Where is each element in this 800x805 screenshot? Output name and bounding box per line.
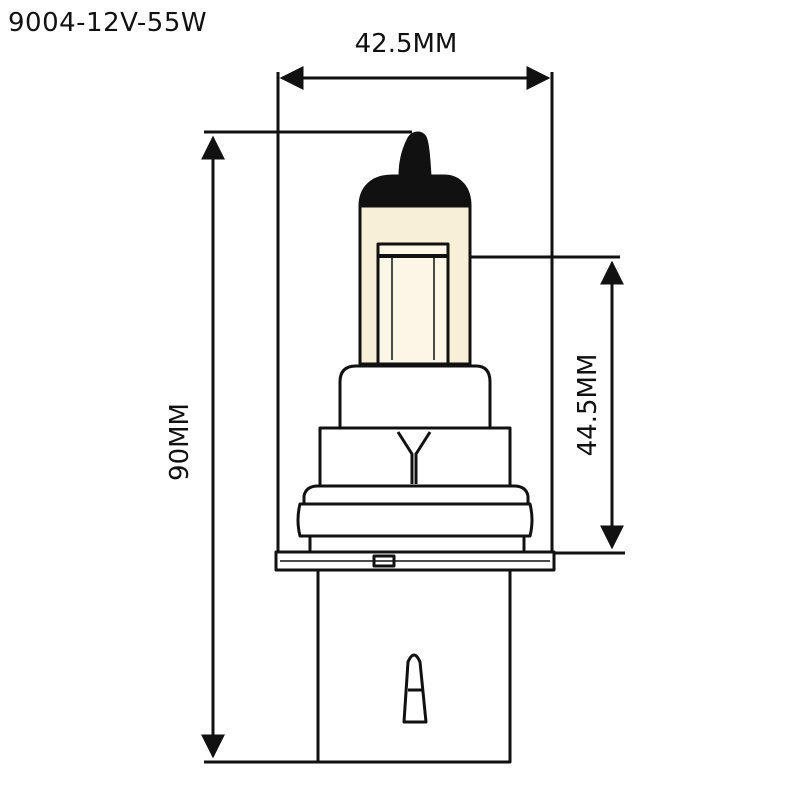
height-label: 90MM	[165, 403, 195, 481]
bulb-outline	[274, 131, 556, 764]
focal-label: 44.5MM	[573, 354, 603, 457]
collar-ring-bottom	[308, 534, 526, 554]
collar-ring-middle	[296, 502, 534, 538]
filament-shield	[376, 242, 450, 366]
collar-ring-top	[302, 484, 530, 506]
width-label: 42.5MM	[355, 29, 458, 59]
upper-base	[338, 364, 492, 430]
bulb-tip	[398, 131, 432, 178]
width-dimension	[276, 66, 554, 568]
bulb-model-title: 9004-12V-55W	[8, 8, 208, 38]
height-dimension	[201, 130, 412, 764]
focal-dimension	[470, 255, 625, 555]
bulb-cap	[358, 174, 472, 208]
lead-wire	[396, 431, 432, 484]
